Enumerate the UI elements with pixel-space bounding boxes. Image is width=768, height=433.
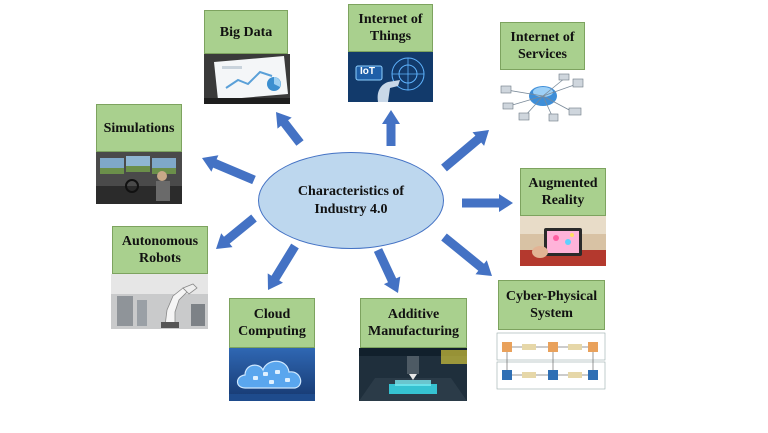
arrow-to-cyber-physical-system <box>441 234 492 277</box>
iot-badge: IoT <box>360 66 375 77</box>
driving-simulator-photo <box>96 152 182 204</box>
arrow-to-autonomous-robots <box>216 215 257 250</box>
arrow-to-internet-of-things <box>382 110 400 146</box>
arrow-to-big-data <box>276 112 304 146</box>
node-cyber-physical-system-label: Cyber-Physical System <box>498 280 605 330</box>
arrow-to-additive-manufacturing <box>374 248 400 293</box>
node-additive-manufacturing-label: Additive Manufacturing <box>360 298 467 348</box>
node-augmented-reality-label: Augmented Reality <box>520 168 606 216</box>
arrow-to-augmented-reality <box>462 194 513 212</box>
cloud-network-icon <box>497 72 587 122</box>
center-title: Characteristics of Industry 4.0 <box>281 183 421 219</box>
cloud-icon <box>229 348 315 401</box>
node-big-data-label: Big Data <box>204 10 288 54</box>
node-autonomous-robots-label: Autonomous Robots <box>112 226 208 274</box>
cps-block-diagram <box>496 332 606 390</box>
iot-hand-photo: IoT <box>348 52 433 102</box>
node-cloud-computing-label: Cloud Computing <box>229 298 315 348</box>
node-internet-of-services-label: Internet of Services <box>500 22 585 70</box>
node-internet-of-things-label: Internet of Things <box>348 4 433 52</box>
node-simulations-label: Simulations <box>96 104 182 152</box>
robot-arm-photo <box>111 274 208 329</box>
laptop-chart-photo <box>204 54 290 104</box>
arrow-to-internet-of-services <box>441 130 489 171</box>
3d-printer-photo <box>359 348 467 401</box>
center-ellipse: Characteristics of Industry 4.0 <box>258 152 444 249</box>
ar-tablet-photo <box>520 216 606 266</box>
arrow-to-simulations <box>202 155 256 184</box>
arrow-to-cloud-computing <box>268 244 299 290</box>
